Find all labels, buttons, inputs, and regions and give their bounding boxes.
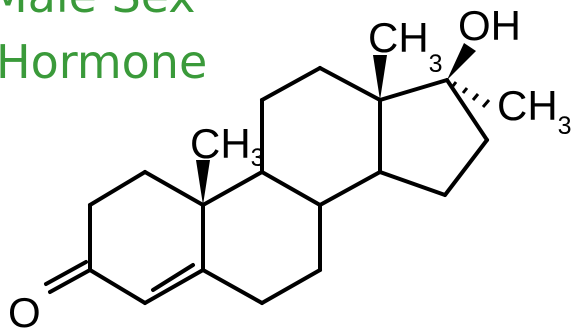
methyl-c13-main: CH	[368, 14, 429, 61]
atom-label-methyl-c13: CH3	[368, 14, 443, 78]
atom-label-oxygen: O	[8, 289, 41, 332]
methyl-c17-subscript: 3	[558, 112, 572, 140]
methyl-c10-main: CH	[190, 120, 251, 167]
atom-label-hydroxyl: OH	[458, 2, 521, 49]
ring-c	[260, 66, 382, 207]
hashed-bond-c17-methyl	[451, 81, 491, 108]
caption-line-2: Hormone	[0, 35, 207, 89]
caption-line-1: Male Sex	[0, 0, 196, 23]
wedge-bond-c17-hydroxyl	[447, 43, 476, 80]
ring-a	[88, 170, 205, 305]
ring-b	[201, 170, 322, 305]
ring-d	[378, 78, 489, 197]
wedge-bond-c10-methyl	[196, 160, 210, 205]
atom-label-methyl-c17: CH3	[497, 82, 572, 140]
methyl-c10-subscript: 3	[251, 144, 265, 172]
wedge-bond-c13-methyl	[373, 55, 387, 100]
carbonyl-group	[44, 260, 92, 294]
methyl-c17-main: CH	[497, 82, 558, 129]
methyl-c13-subscript: 3	[429, 50, 443, 78]
atom-label-methyl-c10: CH3	[190, 120, 265, 172]
